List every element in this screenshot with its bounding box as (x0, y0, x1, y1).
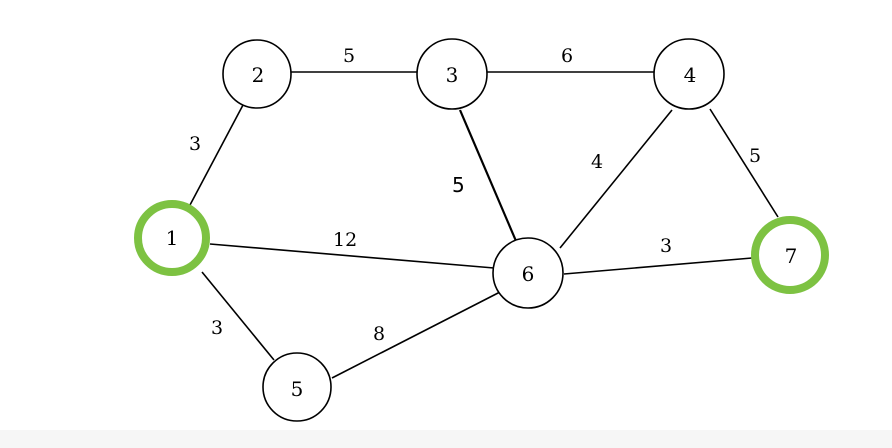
bottom-band (0, 430, 892, 448)
edges-layer (189, 71, 779, 379)
node-6-label: 6 (522, 262, 535, 286)
edge-6-7 (563, 257, 753, 275)
edge-weight-1-5: 3 (211, 317, 223, 339)
node-4: 4 (653, 38, 725, 110)
edge-weights-layer: 5 6 3 5 4 5 12 3 3 8 (189, 45, 761, 345)
edge-weight-1-2: 3 (189, 133, 201, 155)
edge-1-2 (189, 104, 244, 206)
node-5-label: 5 (291, 377, 304, 401)
edge-1-6 (209, 243, 495, 269)
node-2: 2 (222, 39, 292, 109)
nodes-layer: 1 2 3 4 5 6 7 (134, 38, 829, 422)
node-3-label: 3 (446, 63, 459, 87)
node-4-label: 4 (684, 63, 697, 87)
edge-3-6 (458, 109, 518, 242)
edge-weight-3-4: 6 (561, 45, 573, 67)
node-1-highlight-ring (134, 200, 210, 276)
node-2-circle (222, 39, 292, 109)
edge-5-6 (331, 291, 501, 379)
edge-weight-6-7: 3 (660, 235, 672, 257)
node-5: 5 (262, 352, 332, 422)
node-1: 1 (134, 200, 210, 276)
node-6-circle (492, 237, 564, 309)
edge-1-5 (201, 271, 275, 361)
edge-weight-5-6: 8 (373, 323, 385, 345)
node-1-label: 1 (166, 226, 179, 250)
edge-4-7 (709, 108, 779, 218)
edge-4-6 (559, 109, 673, 249)
node-5-circle (262, 352, 332, 422)
node-7-highlight-ring (751, 216, 829, 294)
node-3: 3 (416, 38, 488, 110)
node-6: 6 (492, 237, 564, 309)
edge-weight-4-6: 4 (591, 151, 603, 173)
node-7: 7 (751, 216, 829, 294)
edge-weight-4-7: 5 (749, 145, 761, 167)
edge-weight-2-3: 5 (343, 45, 355, 67)
node-3-circle (416, 38, 488, 110)
node-7-label: 7 (785, 244, 798, 268)
node-4-circle (653, 38, 725, 110)
edge-weight-3-6: 5 (452, 173, 465, 197)
edge-weight-1-6: 12 (333, 229, 357, 251)
node-2-label: 2 (252, 63, 265, 87)
